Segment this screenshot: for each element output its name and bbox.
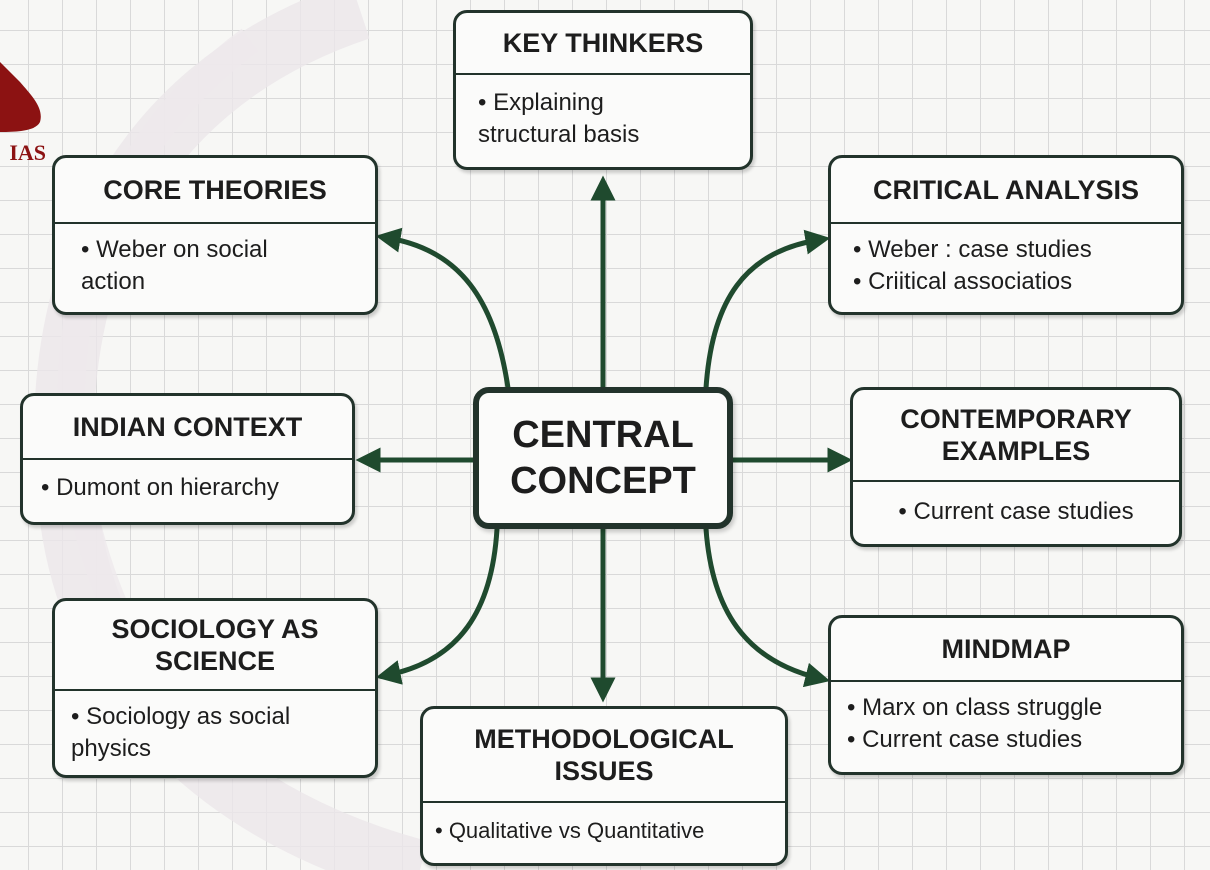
core-theories-title: CORE THEORIES [103, 175, 327, 205]
indian-context-node: INDIAN CONTEXT • Dumont on hierarchy [20, 393, 355, 525]
critical-analysis-item-1: • Weber : case studies [853, 236, 1092, 263]
indian-context-item-1: • Dumont on hierarchy [41, 474, 279, 501]
node-title: MINDMAP [831, 618, 1181, 682]
node-title: CRITICAL ANALYSIS [831, 158, 1181, 224]
central-concept-node: CENTRAL CONCEPT [473, 387, 733, 529]
critical-analysis-node: CRITICAL ANALYSIS • Weber : case studies… [828, 155, 1184, 315]
sociology-as-science-node: SOCIOLOGY AS SCIENCE • Sociology as soci… [52, 598, 378, 778]
node-body: • Qualitative vs Quantitative [423, 803, 785, 859]
node-title: SOCIOLOGY AS SCIENCE [55, 601, 375, 691]
critical-analysis-item-2: • Criitical associatios [853, 268, 1073, 295]
node-body: • Current case studies [853, 482, 1179, 542]
logo-icon [0, 62, 41, 132]
node-title: METHODOLOGICAL ISSUES [423, 709, 785, 803]
mindmap-title: MINDMAP [941, 634, 1071, 664]
mindmap-node: MINDMAP • Marx on class struggle • Curre… [828, 615, 1184, 775]
central-concept-line2: CONCEPT [510, 460, 696, 502]
methodological-issues-title: METHODOLOGICAL ISSUES [474, 724, 734, 786]
node-body: • Marx on class struggle • Current case … [831, 682, 1181, 766]
methodological-issues-node: METHODOLOGICAL ISSUES • Qualitative vs Q… [420, 706, 788, 866]
node-title: KEY THINKERS [456, 13, 750, 75]
key-thinkers-node: KEY THINKERS • Explaining structural bas… [453, 10, 753, 170]
arrow-to-mindmap [703, 526, 831, 688]
node-title: CORE THEORIES [55, 158, 375, 224]
sociology-as-science-item-1: • Sociology as social physics [71, 703, 291, 762]
mindmap-item-2: • Current case studies [847, 726, 1083, 753]
key-thinkers-title: KEY THINKERS [502, 28, 704, 58]
indian-context-title: INDIAN CONTEXT [72, 412, 303, 442]
key-thinkers-item-1: • Explaining structural basis [478, 89, 640, 148]
sociology-as-science-title: SOCIOLOGY AS SCIENCE [111, 614, 319, 676]
methodological-issues-item-1: • Qualitative vs Quantitative [435, 818, 705, 843]
core-theories-item-1: • Weber on social action [81, 236, 268, 295]
critical-analysis-title: CRITICAL ANALYSIS [872, 175, 1140, 205]
core-theories-node: CORE THEORIES • Weber on social action [52, 155, 378, 315]
contemporary-examples-node: CONTEMPORARY EXAMPLES • Current case stu… [850, 387, 1182, 547]
node-body: • Sociology as social physics [55, 691, 375, 775]
central-concept-line1: CENTRAL [512, 414, 694, 456]
arrow-to-sociology-as-science [375, 526, 500, 685]
node-body: • Dumont on hierarchy [23, 460, 352, 516]
node-title: CONTEMPORARY EXAMPLES [853, 390, 1179, 482]
node-body: • Explaining structural basis [456, 75, 750, 163]
arrow-to-critical-analysis [703, 229, 831, 391]
node-title: INDIAN CONTEXT [23, 396, 352, 460]
logo-text: IAS [9, 140, 46, 165]
arrow-to-core-theories [375, 227, 511, 391]
node-body: • Weber on social action [55, 224, 375, 308]
node-body: • Weber : case studies • Criitical assoc… [831, 224, 1181, 308]
contemporary-examples-title: CONTEMPORARY EXAMPLES [900, 404, 1132, 466]
contemporary-examples-item-1: • Current case studies [898, 498, 1134, 525]
mindmap-item-1: • Marx on class struggle [847, 694, 1103, 721]
